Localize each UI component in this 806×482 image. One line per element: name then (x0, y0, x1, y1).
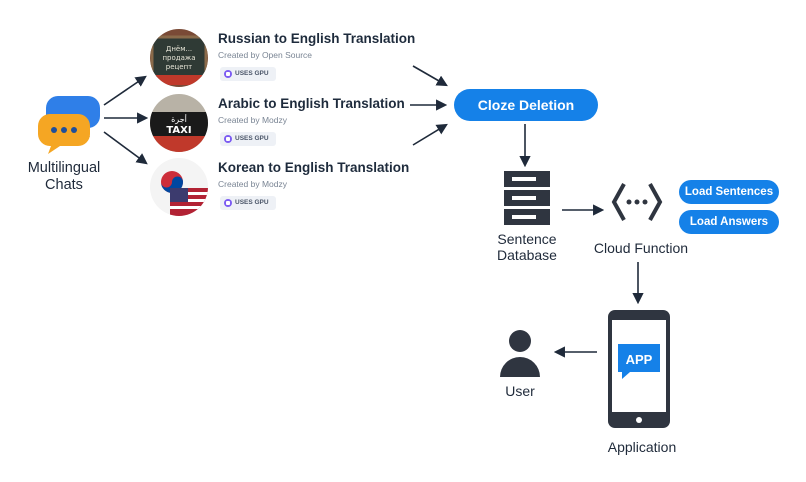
database-icon (504, 171, 550, 225)
arrow-korean-to-cloze (412, 123, 448, 146)
app-badge-text: APP (626, 352, 653, 367)
load-answers-button[interactable]: Load Answers (679, 210, 779, 234)
arabic-creator: Created by Modzy (218, 115, 287, 125)
svg-text:أجرة: أجرة (171, 114, 187, 124)
korean-gpu-badge: USES GPU (220, 196, 276, 210)
multilingual-chats-label: Multilingual Chats (27, 160, 101, 193)
russian-title: Russian to English Translation (218, 31, 416, 46)
russian-thumb-text: Днём... (166, 45, 192, 53)
arabic-gpu-badge: USES GPU (220, 132, 276, 146)
gpu-icon (224, 70, 232, 78)
korean-badge-text: USES GPU (235, 199, 269, 206)
arrow-russian-to-cloze (412, 65, 448, 87)
model-card-russian[interactable]: Днём... продажа рецепт Russian to Englis… (150, 29, 415, 89)
arabic-title: Arabic to English Translation (218, 96, 405, 111)
gpu-icon (224, 199, 232, 207)
russian-creator: Created by Open Source (218, 50, 313, 60)
user-label: User (505, 383, 535, 399)
user-icon (498, 329, 542, 377)
application-label: Application (607, 439, 677, 455)
smartphone-icon: APP (608, 310, 670, 428)
model-card-korean[interactable]: Korean to English Translation Created by… (150, 158, 410, 218)
svg-text:рецепт: рецепт (166, 63, 192, 71)
svg-text:продажа: продажа (162, 54, 195, 62)
chat-bubbles-icon (36, 92, 102, 154)
korean-creator: Created by Modzy (218, 179, 287, 189)
model-card-arabic[interactable]: أجرة TAXI Arabic to English Translation … (150, 94, 410, 154)
arabic-thumb-text: TAXI (166, 125, 191, 136)
russian-gpu-badge: USES GPU (220, 67, 276, 81)
russian-badge-text: USES GPU (235, 70, 269, 77)
cloud-function-icon (610, 182, 664, 222)
korean-title: Korean to English Translation (218, 160, 410, 175)
russian-thumbnail: Днём... продажа рецепт (150, 29, 208, 87)
korean-thumbnail (150, 158, 208, 216)
database-label: Sentence Database (497, 231, 557, 263)
cloud-function-label: Cloud Function (593, 240, 689, 256)
arabic-badge-text: USES GPU (235, 135, 269, 142)
arrow-chats-to-russian (103, 75, 147, 106)
arabic-thumbnail: أجرة TAXI (150, 94, 208, 152)
arrow-chats-to-korean (103, 131, 148, 165)
cloze-deletion-node[interactable]: Cloze Deletion (454, 89, 598, 121)
gpu-icon (224, 135, 232, 143)
load-sentences-button[interactable]: Load Sentences (679, 180, 779, 204)
